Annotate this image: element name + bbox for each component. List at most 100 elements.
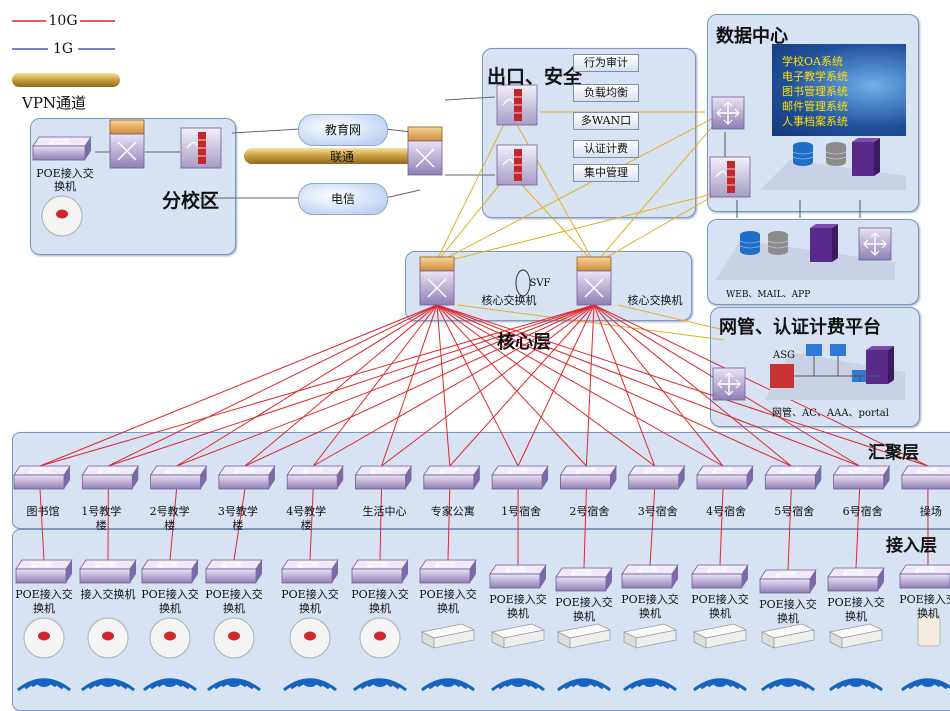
mgmt-pc-2-icon [830,344,846,356]
access-switch-10-icon [622,565,678,588]
access-switch-label-1: POE接入交换机 [14,588,74,616]
wifi-2-icon [82,680,134,690]
branch-poe-switch-icon [33,137,91,160]
agg-node-label-10: 3号宿舍 [625,505,691,519]
access-layer-title: 接入层 [886,531,937,556]
access-switch-label-4: POE接入交换机 [204,588,264,616]
access-switch-label-7: POE接入交换机 [418,588,478,616]
access-switch-label-11: POE接入交换机 [690,593,750,621]
access-ap-13-icon [830,624,882,648]
agg-switch-10-icon [629,466,685,489]
core-switch-right-icon [577,257,611,305]
dc-tower-icon [852,138,880,176]
egress-service-5: 集中管理 [573,164,639,182]
datacenter-system-2: 电子教学系统 [782,68,848,84]
agg-node-label-9: 2号宿舍 [556,505,622,519]
legend-vpn-label: VPN通道 [22,94,112,112]
dc-server-1-icon [793,142,813,166]
server-cluster-caption: WEB、MAIL、APP [726,289,826,302]
cloud-telecom: 电信 [298,183,388,215]
access-switch-label-8: POE接入交换机 [488,593,548,621]
agg-node-label-3: 2号教学楼 [147,505,193,533]
mgmt-pc-1-icon [806,344,822,356]
srv-router-icon [859,228,891,260]
core-switch-left-label: 核心交换机 [474,294,544,307]
datacenter-title: 数据中心 [716,22,788,48]
agg-node-label-7: 专家公寓 [420,505,486,519]
access-switch-6-icon [352,560,408,583]
mgmt-server-icon [866,346,894,384]
agg-switch-11-icon [697,466,753,489]
egress-firewall-2-icon [497,145,537,185]
asg-label: ASG [772,349,796,362]
agg-node-label-11: 4号宿舍 [693,505,759,519]
access-switch-label-3: POE接入交换机 [140,588,200,616]
access-ap-10-icon [624,624,676,648]
wifi-14-icon [902,680,950,690]
agg-node-label-8: 1号宿舍 [488,505,554,519]
access-ap-2-icon [88,618,128,658]
access-ap-11-icon [694,624,746,648]
core-switch-left-icon [420,257,454,305]
access-switch-7-icon [420,560,476,583]
wifi-4-icon [208,680,260,690]
legend-10g-label: 10G [47,13,79,29]
access-ap-3-icon [150,618,190,658]
branch-core-switch-icon [110,120,144,168]
wifi-5-icon [284,680,336,690]
agg-node-label-14: 操场 [898,505,950,519]
access-switch-label-6: POE接入交换机 [350,588,410,616]
access-ap-6-icon [360,618,400,658]
branch-firewall-icon [181,128,221,168]
netmgmt-caption: 网管、AC、AAA、portal [772,407,912,420]
agg-node-label-4: 3号教学楼 [215,505,261,533]
legend-1g-label: 1G [49,41,77,57]
agg-node-label-1: 图书馆 [10,505,76,519]
agg-switch-2-icon [82,466,138,489]
core-switch-right-label: 核心交换机 [624,294,686,307]
egress-firewall-1-icon [497,85,537,125]
access-switch-4-icon [206,560,262,583]
egress-service-3: 多WAN口 [573,112,639,130]
access-ap-5-icon [290,618,330,658]
egress-service-1: 行为审计 [573,54,639,72]
access-switch-9-icon [556,568,612,591]
datacenter-system-5: 人事档案系统 [782,113,848,129]
access-switch-8-icon [490,565,546,588]
agg-switch-1-icon [14,466,70,489]
netmgmt-router-icon [713,368,745,400]
wifi-10-icon [624,680,676,690]
wifi-9-icon [558,680,610,690]
agg-switch-4-icon [219,466,275,489]
egress-service-4: 认证计费 [573,140,639,158]
wifi-6-icon [354,680,406,690]
agg-switch-12-icon [765,466,821,489]
agg-node-label-6: 生活中心 [352,505,418,519]
access-switch-label-10: POE接入交换机 [620,593,680,621]
agg-switch-8-icon [492,466,548,489]
access-switch-14-icon [900,565,950,588]
branch-poe-switch-label: POE接入交换机 [35,167,95,193]
agg-switch-3-icon [151,466,207,489]
egress-security-title: 出口、安全 [487,62,582,89]
access-switch-label-9: POE接入交换机 [554,596,614,624]
cloud-unicom: 联通 [298,142,386,172]
access-switch-11-icon [692,565,748,588]
asg-device-icon [770,364,794,388]
agg-switch-5-icon [287,466,343,489]
agg-node-label-12: 5号宿舍 [761,505,827,519]
access-switch-3-icon [142,560,198,583]
agg-node-label-2: 1号教学楼 [78,505,124,533]
datacenter-system-3: 图书管理系统 [782,83,848,99]
svf-label: SVF [528,277,552,290]
access-switch-label-2: 接入交换机 [78,588,138,602]
access-ap-1-icon [24,618,64,658]
access-switch-label-13: POE接入交换机 [826,596,886,624]
wifi-12-icon [762,680,814,690]
datacenter-firewall-icon [710,157,750,197]
datacenter-system-4: 邮件管理系统 [782,98,848,114]
access-switch-5-icon [282,560,338,583]
agg-switch-7-icon [424,466,480,489]
wifi-13-icon [830,680,882,690]
datacenter-system-1: 学校OA系统 [782,53,843,69]
